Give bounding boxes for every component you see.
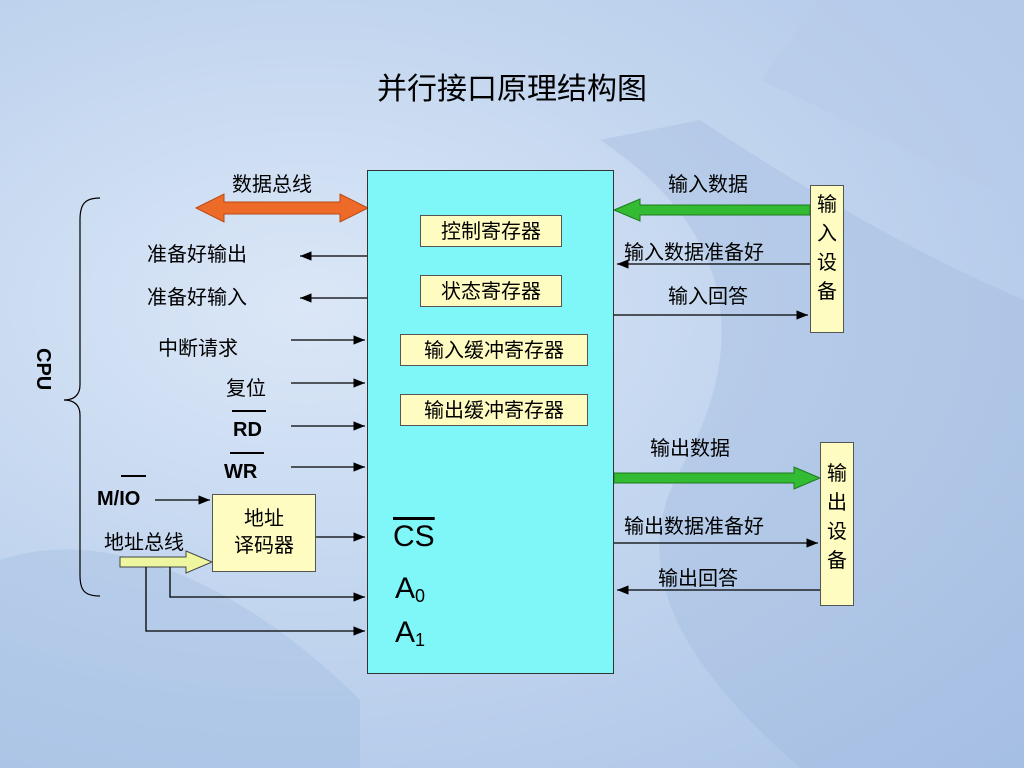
cs-pin-label: CS [393, 520, 435, 553]
interrupt-label: 中断请求 [158, 336, 238, 360]
address-bus-arrow [119, 550, 214, 574]
output-device-char: 备 [827, 548, 847, 572]
output-device-char: 出 [827, 490, 847, 514]
address-decoder-line2: 译码器 [234, 533, 294, 557]
input-ready-label: 输入数据准备好 [624, 240, 764, 264]
reset-label: 复位 [226, 376, 266, 400]
output-device-box: 输 出 设 备 [820, 442, 854, 606]
page-title: 并行接口原理结构图 [377, 72, 647, 107]
a1-pin-label: A1 [395, 616, 426, 650]
data-bus-label: 数据总线 [232, 172, 312, 196]
cpu-brace [63, 197, 101, 597]
address-decoder-line1: 地址 [244, 506, 284, 530]
input-data-arrow [612, 198, 811, 222]
input-device-char: 输 [817, 192, 837, 216]
output-data-label: 输出数据 [650, 436, 730, 460]
output-device-char: 输 [827, 461, 847, 485]
data-bus-arrow [194, 193, 370, 223]
input-data-label: 输入数据 [668, 172, 748, 196]
a0-wire [169, 567, 365, 602]
wr-label: WR [224, 461, 258, 483]
input-buffer-register: 输入缓冲寄存器 [400, 334, 588, 366]
status-register: 状态寄存器 [420, 275, 562, 307]
output-device-char: 设 [827, 519, 847, 543]
a0-pin-label: A0 [395, 572, 426, 606]
ready-out-label: 准备好输出 [147, 242, 247, 266]
output-ack-label: 输出回答 [658, 566, 738, 590]
address-decoder-box: 地址 译码器 [212, 494, 316, 572]
cpu-label: CPU [32, 348, 54, 391]
mio-label: M/IO [97, 488, 141, 510]
a1-wire [145, 567, 365, 636]
rd-label: RD [233, 419, 262, 441]
control-register: 控制寄存器 [420, 215, 562, 247]
address-bus-label: 地址总线 [104, 530, 184, 554]
input-ack-label: 输入回答 [668, 284, 748, 308]
input-device-box: 输 入 设 备 [810, 185, 844, 333]
output-buffer-register: 输出缓冲寄存器 [400, 394, 588, 426]
output-ready-label: 输出数据准备好 [624, 514, 764, 538]
input-device-char: 设 [817, 250, 837, 274]
ready-in-label: 准备好输入 [147, 285, 247, 309]
input-device-char: 备 [817, 279, 837, 303]
output-data-arrow [613, 466, 822, 490]
input-device-char: 入 [817, 221, 837, 245]
